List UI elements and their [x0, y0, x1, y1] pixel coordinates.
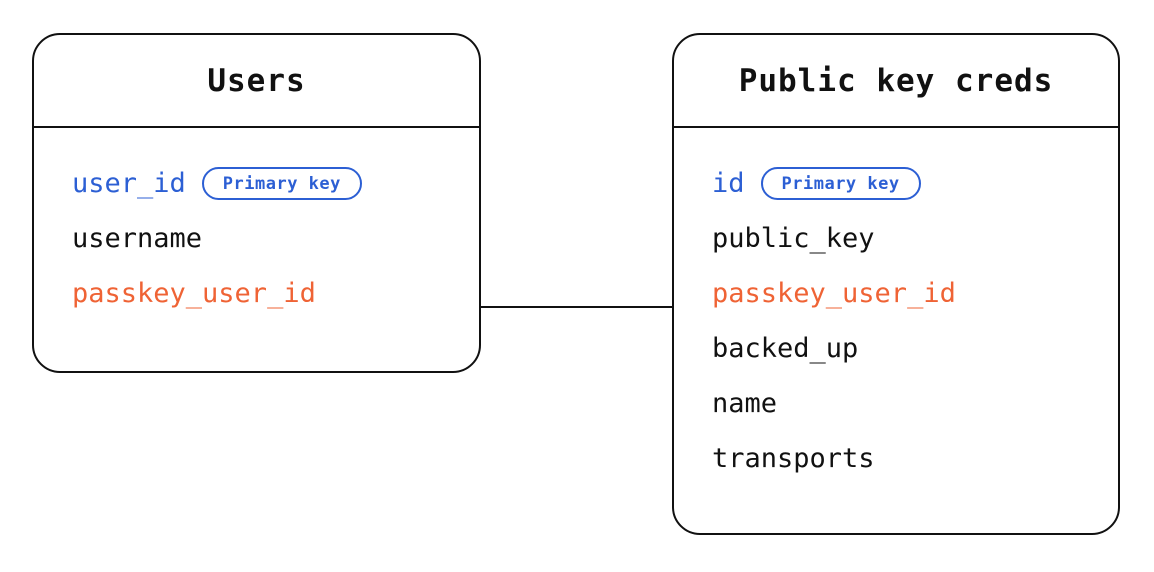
field-row-passkey-user-id-users[interactable]: passkey_user_id	[72, 266, 479, 321]
entity-field-list-public-key-creds: id Primary key public_key passkey_user_i…	[674, 128, 1118, 486]
field-name-name: name	[712, 388, 778, 419]
primary-key-badge-public-key-creds: Primary key	[760, 167, 921, 200]
primary-key-badge-users: Primary key	[201, 167, 362, 200]
entity-title-users: Users	[207, 62, 306, 99]
field-name-public-key: public_key	[712, 223, 875, 254]
entity-header-users: Users	[34, 35, 479, 128]
field-name-passkey-user-id-creds: passkey_user_id	[712, 278, 956, 309]
field-name-user-id: user_id	[72, 168, 186, 199]
entity-header-public-key-creds: Public key creds	[674, 35, 1118, 128]
field-row-name[interactable]: name	[712, 376, 1118, 431]
field-row-transports[interactable]: transports	[712, 431, 1118, 486]
entity-card-users[interactable]: Users user_id Primary key username passk…	[32, 33, 481, 373]
entity-field-list-users: user_id Primary key username passkey_use…	[34, 128, 479, 321]
field-name-username: username	[72, 223, 203, 254]
entity-title-public-key-creds: Public key creds	[738, 62, 1054, 99]
entity-card-public-key-creds[interactable]: Public key creds id Primary key public_k…	[672, 33, 1120, 535]
field-name-passkey-user-id-users: passkey_user_id	[72, 278, 316, 309]
field-name-backed-up: backed_up	[712, 333, 859, 364]
field-row-passkey-user-id-creds[interactable]: passkey_user_id	[712, 266, 1118, 321]
field-row-id[interactable]: id Primary key	[712, 156, 1118, 211]
field-row-backed-up[interactable]: backed_up	[712, 321, 1118, 376]
field-row-username[interactable]: username	[72, 211, 479, 266]
field-name-transports: transports	[712, 443, 875, 474]
field-row-public-key[interactable]: public_key	[712, 211, 1118, 266]
relationship-connector-users-public-key-creds	[481, 306, 674, 308]
field-row-user-id[interactable]: user_id Primary key	[72, 156, 479, 211]
field-name-id: id	[712, 168, 745, 199]
